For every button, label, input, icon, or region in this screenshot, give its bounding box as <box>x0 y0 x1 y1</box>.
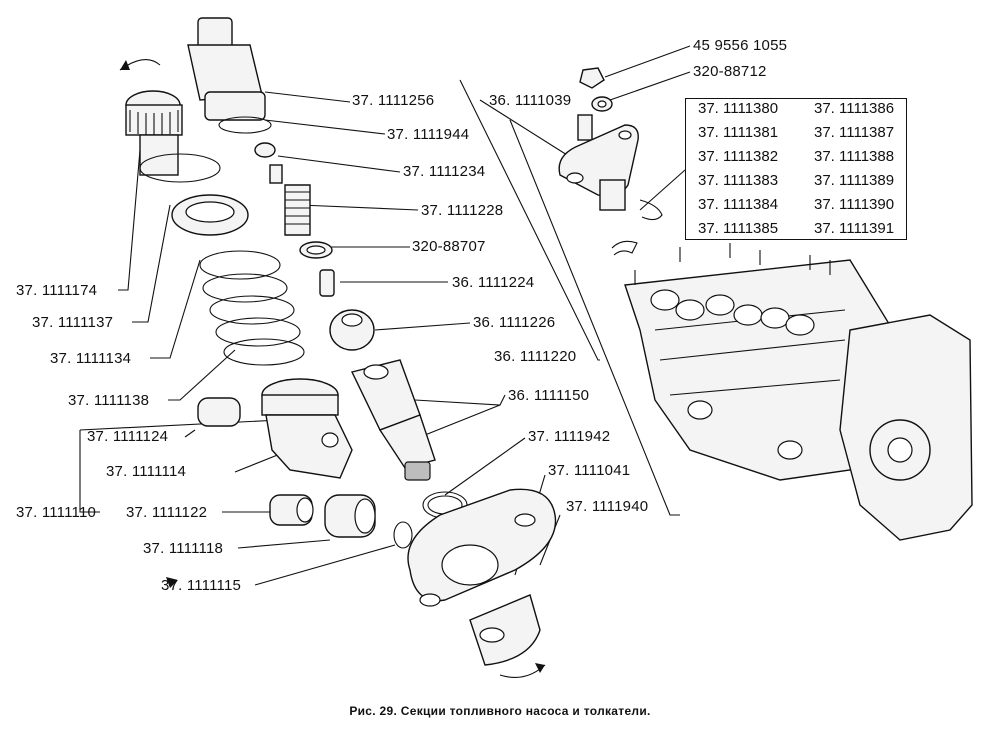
pump-housing <box>624 243 973 541</box>
table-cell: 37. 1111391 <box>814 220 895 237</box>
part-label: 37. 1111122 <box>126 504 208 521</box>
part-label: 36. 1111150 <box>508 387 590 404</box>
roller <box>324 494 376 538</box>
part-label: 36. 1111224 <box>452 274 535 291</box>
arrowhead <box>535 663 545 673</box>
table-cell: 37. 1111383 <box>698 172 779 189</box>
table-cell: 37. 1111389 <box>814 172 895 189</box>
part-label: 37. 1111114 <box>106 463 187 480</box>
roller-bushing <box>269 494 314 526</box>
tappet <box>261 378 353 479</box>
table-cell: 37. 1111381 <box>698 124 779 141</box>
part-label: 37. 1111137 <box>32 314 114 331</box>
table-cell: 37. 1111384 <box>698 196 779 213</box>
part-label: 36. 1111039 <box>489 92 572 109</box>
plunger-pair <box>350 359 436 481</box>
part-label: 37. 1111234 <box>403 163 486 180</box>
part-label: 37. 1111944 <box>387 126 470 143</box>
part-label: 37. 1111115 <box>161 577 242 594</box>
table-cell: 37. 1111388 <box>814 148 895 165</box>
figure-caption: Рис. 29. Секции топливного насоса и толк… <box>349 704 651 718</box>
part-label: 37. 1111110 <box>16 504 97 521</box>
part-label: 36. 1111226 <box>473 314 556 331</box>
part-label: 37. 1111256 <box>352 92 435 109</box>
table-cell: 37. 1111390 <box>814 196 895 213</box>
small-fittings <box>579 67 613 112</box>
part-label: 320-88707 <box>412 238 486 255</box>
part-label: 37. 1111228 <box>421 202 504 219</box>
part-label: 37. 1111118 <box>143 540 224 557</box>
part-label: 37. 1111134 <box>50 350 132 367</box>
table-cell: 37. 1111386 <box>814 100 895 117</box>
plunger-spring <box>199 250 305 366</box>
part-label: 37. 1111940 <box>566 498 649 515</box>
part-number-table: 37. 1111380 37. 1111381 37. 1111382 37. … <box>685 98 907 240</box>
part-label: 37. 1111138 <box>68 392 150 409</box>
spring-plate-upper <box>171 194 249 236</box>
table-cell: 37. 1111382 <box>698 148 779 165</box>
delivery-valve-stack <box>254 142 375 351</box>
flange-body <box>407 488 557 666</box>
retaining-ring <box>393 521 413 549</box>
control-sleeve <box>125 90 221 183</box>
part-label: 37. 1111942 <box>528 428 611 445</box>
table-cell: 37. 1111380 <box>698 100 779 117</box>
arrowhead <box>120 60 130 70</box>
part-label: 36. 1111220 <box>494 348 577 365</box>
tappet-pin <box>197 397 241 427</box>
part-label: 45 9556 1055 <box>693 37 788 54</box>
pump-section-assembly <box>558 114 663 256</box>
table-cell: 37. 1111385 <box>698 220 779 237</box>
table-cell: 37. 1111387 <box>814 124 895 141</box>
part-label: 37. 1111174 <box>16 282 98 299</box>
part-label: 37. 1111124 <box>87 428 169 445</box>
marker-arrow <box>166 577 178 588</box>
part-label: 37. 1111041 <box>548 462 631 479</box>
pressure-valve-holder <box>187 17 272 134</box>
part-label: 320-88712 <box>693 63 767 80</box>
